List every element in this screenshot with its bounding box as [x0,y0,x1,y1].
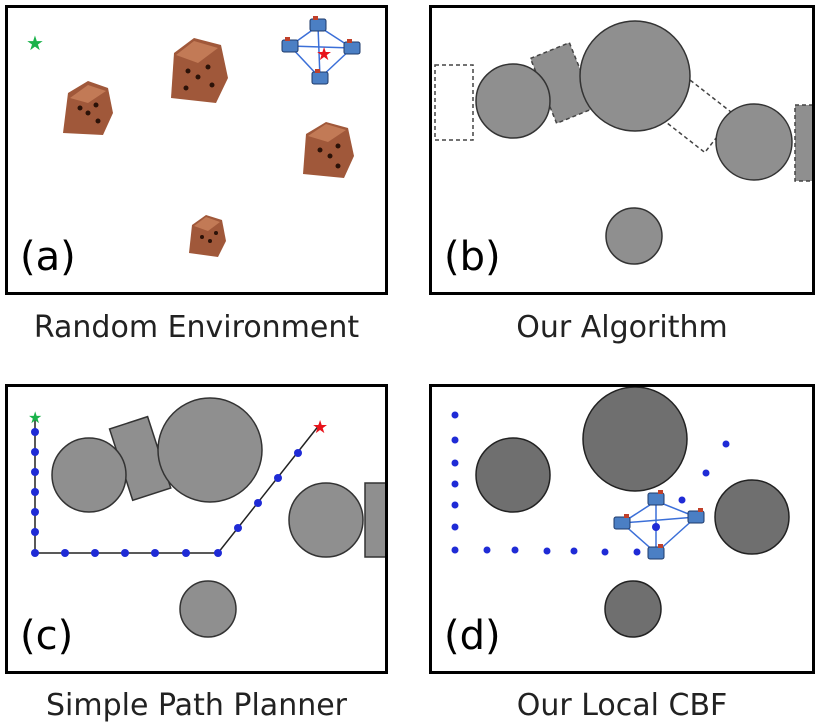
panel-tag: (c) [20,613,74,659]
panel-caption: Random Environment [33,310,360,345]
trajectory-dot [451,480,459,488]
obstacle-circle [475,437,551,513]
panel-our-algorithm: (b) [429,5,815,295]
rubble-pile-3 [303,122,354,178]
panel-our-local-cbf: (d) [429,384,815,674]
obstacle-circle [604,580,662,638]
rubble-pile-1 [63,81,113,135]
obstacle-rect [364,482,385,558]
robot-icon [613,490,705,560]
formation-center-dot [652,523,660,531]
goal-star-icon: ★ [312,417,328,437]
trajectory-dot [483,546,491,554]
path-waypoint [61,549,69,557]
panel-c-canvas: ★ ★ [28,397,385,638]
start-star-icon: ★ [26,33,44,55]
trajectory-dot [722,440,730,448]
trajectory-dot [451,546,459,554]
panel-tag: (d) [444,613,501,659]
trajectory-dot [451,523,459,531]
panel-caption: Our Local CBF [516,688,728,723]
path-waypoint [31,488,39,496]
obstacle-rect [794,104,812,182]
obstacle-circle [179,580,237,638]
trajectory-dot [451,411,459,419]
trajectory-dot [601,548,609,556]
panel-b-canvas [434,20,812,265]
path-waypoint [31,549,39,557]
obstacle-circle [288,482,364,558]
start-star-icon: ★ [28,410,42,427]
path-waypoint [31,448,39,456]
panel-random-environment: ★ [5,5,388,295]
goal-star-icon: ★ [316,44,332,64]
obstacle-circle [605,207,663,265]
path-waypoint [151,549,159,557]
obstacle-circle [579,20,691,132]
path-waypoint [91,549,99,557]
robot-icon [281,16,361,85]
rubble-pile-2 [171,38,228,103]
trajectory-dot [633,548,641,556]
panel-d-canvas [451,387,790,638]
panel-caption: Our Algorithm [516,310,728,345]
obstacle-circle [51,437,127,513]
trajectory-dot [678,496,686,504]
obstacle-circle [157,397,263,503]
path-waypoints [31,428,302,557]
trajectory-dot [570,547,578,555]
path-waypoint [31,468,39,476]
path-waypoint [182,549,190,557]
trajectory-dot [451,436,459,444]
panel-tag: (a) [20,234,76,280]
obstacle-circle [714,479,790,555]
trajectory-dot [451,501,459,509]
path-waypoint [234,524,242,532]
path-waypoint [294,449,302,457]
obstacle-circle [715,103,793,181]
trajectory-dot [451,459,459,467]
path-waypoint [31,528,39,536]
path-waypoint [121,549,129,557]
path-waypoint [274,474,282,482]
panel-a-canvas: ★ [26,16,361,257]
panel-caption: Simple Path Planner [45,688,348,723]
panel-simple-path-planner: ★ ★ (c) [5,384,388,674]
rubble-pile-4 [189,215,226,257]
trajectory-dot [702,469,710,477]
trajectory-dot [543,547,551,555]
path-waypoint [214,549,222,557]
path-waypoint [31,508,39,516]
obstacle-circle [582,387,688,492]
path-waypoint [31,428,39,436]
path-waypoint [254,499,262,507]
robot-formation: ★ [281,16,361,85]
panel-tag: (b) [444,234,501,280]
robot-formation [613,490,705,560]
trajectory-dots [451,411,730,556]
trajectory-dot [511,546,519,554]
obstacle-ghost [434,64,474,141]
obstacle-circle [475,63,551,139]
